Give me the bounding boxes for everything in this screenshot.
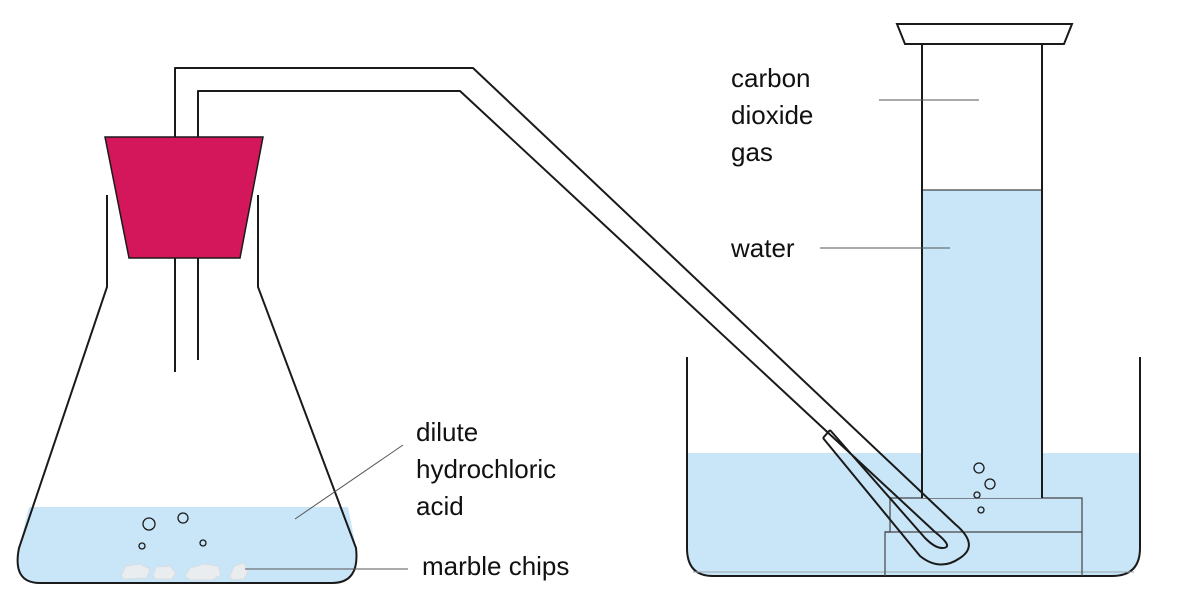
label-line: gas <box>731 137 773 167</box>
delivery-tube <box>174 67 970 566</box>
marble-chip <box>152 565 177 580</box>
marble-chip <box>184 563 222 581</box>
marble-chips <box>120 562 249 581</box>
water-label: water <box>731 230 795 267</box>
cylinder-water <box>923 190 1042 498</box>
conical-flask <box>16 195 358 584</box>
bubble <box>973 462 985 474</box>
trough-outline <box>686 357 1141 577</box>
bubble <box>984 478 996 490</box>
leader-lines <box>245 99 979 570</box>
dilute-hydrochloric-acid-label: dilute hydrochloric acid <box>416 414 556 525</box>
gas-bubbles <box>973 462 996 514</box>
rubber-stopper <box>104 136 264 259</box>
measuring-cylinder <box>895 23 1074 498</box>
label-line: dilute <box>416 417 479 447</box>
bubble <box>142 517 156 531</box>
leader-line-acid <box>294 444 404 520</box>
marble-chip <box>229 562 249 581</box>
bubble <box>973 491 981 499</box>
acid-bubbles <box>138 512 207 550</box>
trough <box>686 357 1141 577</box>
bubble <box>138 542 146 550</box>
label-line: acid <box>416 491 464 521</box>
bubble <box>199 539 207 547</box>
cylinder-base-rim <box>895 23 1074 45</box>
trough-water <box>687 453 1140 576</box>
label-line: carbon <box>731 63 811 93</box>
tube-end-cap <box>822 429 831 439</box>
marble-chip <box>120 563 151 580</box>
label-line: hydrochloric <box>416 454 557 484</box>
bubble <box>977 506 985 514</box>
acid-liquid <box>17 507 357 583</box>
bubble <box>177 512 189 524</box>
tube-outer-wall <box>174 67 970 566</box>
carbon-dioxide-gas-label: carbon dioxide gas <box>731 60 813 171</box>
marble-chips-label: marble chips <box>422 548 569 585</box>
label-line: marble chips <box>422 551 570 581</box>
tube-inner-wall <box>197 90 949 549</box>
flask-outline <box>16 195 358 584</box>
label-line: water <box>731 233 795 263</box>
label-line: dioxide <box>731 100 814 130</box>
